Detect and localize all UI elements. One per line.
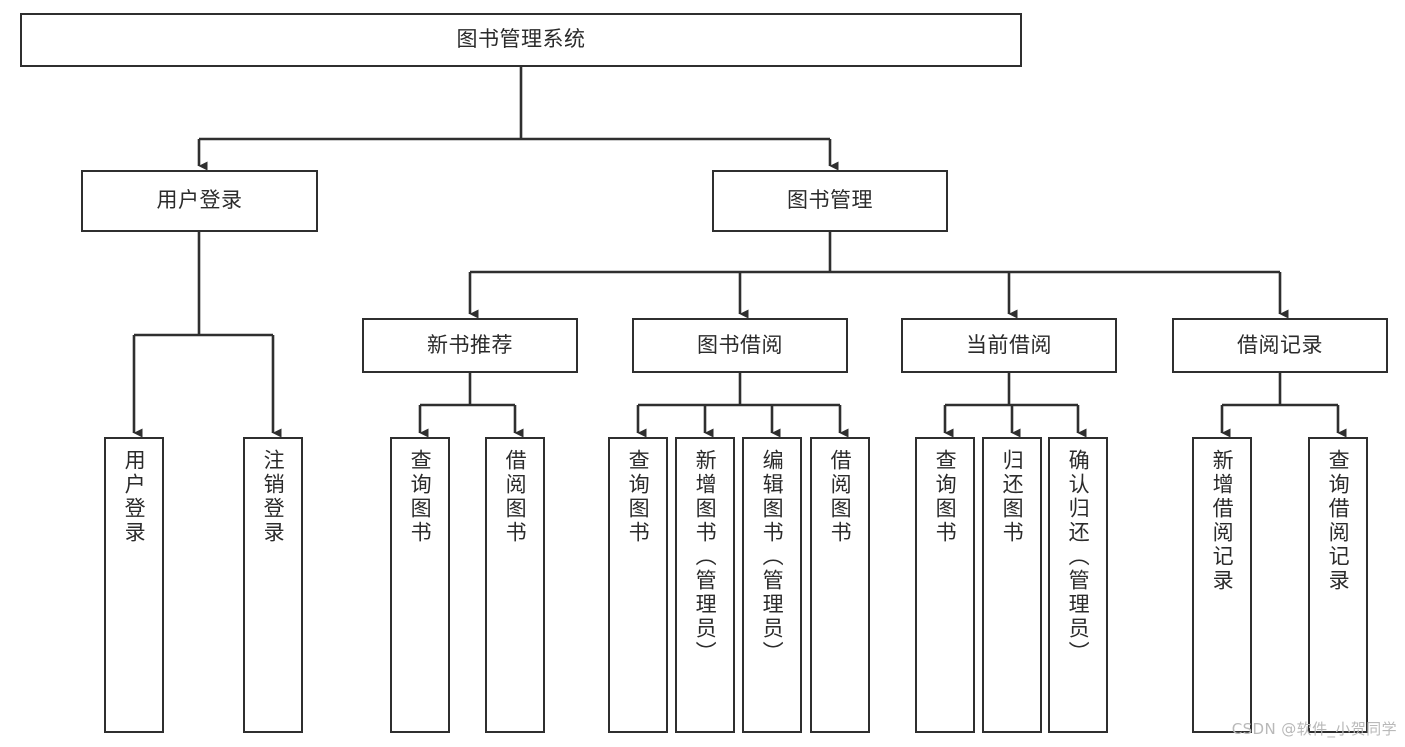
node-leaf-label: 归还图书 [1000, 449, 1025, 545]
node-current-borrow-label: 当前借阅 [966, 332, 1052, 357]
node-book-management[interactable]: 图书管理 [712, 170, 948, 232]
node-leaf-label: 编辑图书（管理员） [760, 449, 785, 665]
node-leaf[interactable]: 借阅图书 [485, 437, 545, 733]
node-book-management-label: 图书管理 [787, 188, 873, 213]
watermark: CSDN @软件_小贺同学 [1231, 720, 1397, 738]
node-leaf[interactable]: 确认归还（管理员） [1048, 437, 1108, 733]
node-leaf[interactable]: 查询图书 [608, 437, 668, 733]
node-leaf[interactable]: 新增借阅记录 [1192, 437, 1252, 733]
node-book-borrow-label: 图书借阅 [697, 332, 783, 357]
node-new-book-recommend[interactable]: 新书推荐 [362, 318, 578, 373]
node-leaf-label: 用户登录 [122, 449, 147, 545]
node-user-login[interactable]: 用户登录 [81, 170, 318, 232]
node-leaf-label: 查询图书 [408, 449, 433, 545]
node-root[interactable]: 图书管理系统 [20, 13, 1022, 67]
node-leaf-label: 查询图书 [933, 449, 958, 545]
node-borrow-records-label: 借阅记录 [1237, 332, 1323, 357]
node-leaf-label: 查询图书 [626, 449, 651, 545]
node-leaf[interactable]: 编辑图书（管理员） [742, 437, 802, 733]
node-book-borrow[interactable]: 图书借阅 [632, 318, 848, 373]
node-new-book-recommend-label: 新书推荐 [427, 332, 513, 357]
node-leaf[interactable]: 新增图书（管理员） [675, 437, 735, 733]
node-leaf-label: 新增图书（管理员） [693, 449, 718, 665]
node-leaf[interactable]: 归还图书 [982, 437, 1042, 733]
node-leaf[interactable]: 查询图书 [915, 437, 975, 733]
node-leaf-label: 注销登录 [261, 449, 286, 545]
node-leaf-label: 新增借阅记录 [1210, 449, 1235, 593]
node-leaf-label: 借阅图书 [828, 449, 853, 545]
node-leaf[interactable]: 注销登录 [243, 437, 303, 733]
node-leaf[interactable]: 用户登录 [104, 437, 164, 733]
node-root-label: 图书管理系统 [456, 27, 586, 52]
node-current-borrow[interactable]: 当前借阅 [901, 318, 1117, 373]
node-user-login-label: 用户登录 [156, 188, 243, 213]
node-leaf-label: 确认归还（管理员） [1066, 449, 1091, 665]
node-borrow-records[interactable]: 借阅记录 [1172, 318, 1388, 373]
node-leaf[interactable]: 查询借阅记录 [1308, 437, 1368, 733]
node-leaf-label: 查询借阅记录 [1326, 449, 1351, 593]
node-leaf-label: 借阅图书 [503, 449, 528, 545]
node-leaf[interactable]: 查询图书 [390, 437, 450, 733]
node-leaf[interactable]: 借阅图书 [810, 437, 870, 733]
